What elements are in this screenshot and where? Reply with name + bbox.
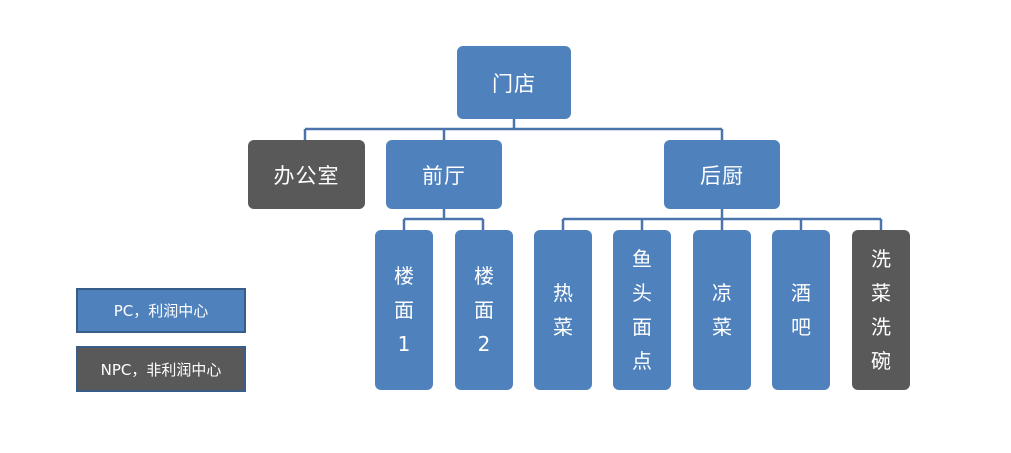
node-hot-dishes-label: 热菜: [553, 281, 573, 339]
node-cold-dishes: 凉菜: [693, 230, 751, 390]
node-floor-2: 楼面2: [455, 230, 513, 390]
node-floor-2-label: 楼面2: [474, 264, 494, 356]
legend-non-profit-center-label: NPC，非利润中心: [100, 360, 222, 379]
node-kitchen: 后厨: [664, 140, 780, 209]
node-hot-dishes: 热菜: [534, 230, 592, 390]
node-bar-label: 酒吧: [791, 281, 811, 339]
node-floor-1-label: 楼面1: [394, 264, 414, 356]
node-dishwashing: 洗菜洗碗: [852, 230, 910, 390]
node-office-label: 办公室: [273, 163, 340, 188]
node-floor-1: 楼面1: [375, 230, 433, 390]
node-kitchen-label: 后厨: [700, 163, 744, 188]
node-front-hall-label: 前厅: [422, 163, 466, 188]
node-fish-noodles: 鱼头面点: [613, 230, 671, 390]
node-dishwashing-label: 洗菜洗碗: [871, 247, 891, 373]
node-store-label: 门店: [492, 71, 536, 96]
node-fish-noodles-label: 鱼头面点: [632, 247, 652, 373]
legend-non-profit-center: NPC，非利润中心: [76, 346, 246, 392]
legend-profit-center: PC，利润中心: [76, 288, 246, 333]
node-bar: 酒吧: [772, 230, 830, 390]
node-store: 门店: [457, 46, 571, 119]
node-office: 办公室: [248, 140, 365, 209]
node-cold-dishes-label: 凉菜: [712, 281, 732, 339]
node-front-hall: 前厅: [386, 140, 502, 209]
legend-profit-center-label: PC，利润中心: [113, 302, 209, 320]
